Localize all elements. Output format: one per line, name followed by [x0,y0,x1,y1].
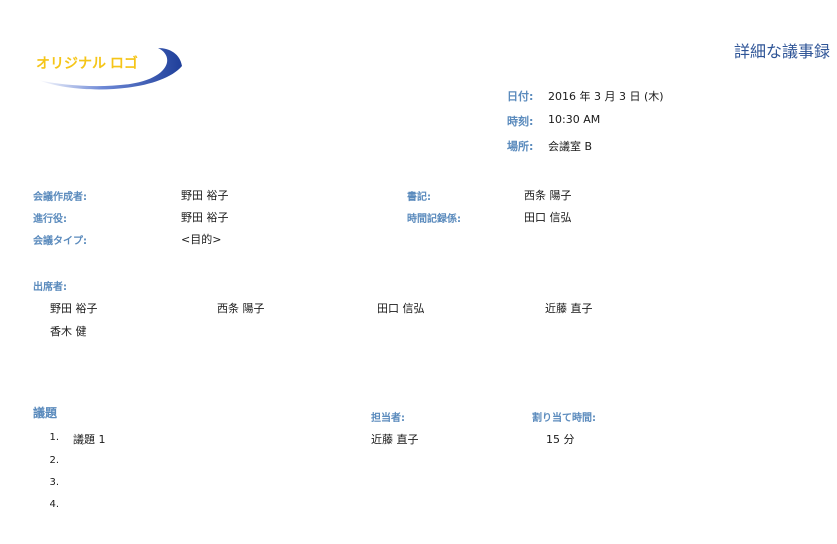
agenda-item-owner: 近藤 直子 [371,433,419,446]
place-label: 場所: [507,140,534,153]
company-logo: オリジナル ロゴ [30,44,185,96]
secretary-value: 西条 陽子 [524,189,572,202]
creator-label: 会議作成者: [33,192,87,203]
agenda-item-text: 議題 1 [73,433,106,446]
place-value: 会議室 B [548,140,593,153]
owner-heading: 担当者: [371,413,405,424]
time-value: 10:30 AM [548,113,601,126]
logo-text: オリジナル ロゴ [36,55,138,71]
agenda-item-number: 2. [49,455,59,466]
secretary-label: 書記: [407,192,431,203]
agenda-heading: 議題 [33,406,58,420]
meeting-type-label: 会議タイプ: [33,236,87,247]
attendee-name: 田口 信弘 [377,302,425,315]
attendees-label: 出席者: [33,282,67,293]
facilitator-value: 野田 裕子 [181,211,229,224]
date-label: 日付: [507,90,534,103]
document-title: 詳細な議事録 [733,42,830,61]
agenda-item-number: 3. [49,477,59,488]
attendee-name: 香木 健 [50,325,87,338]
date-value: 2016 年 3 月 3 日 (木) [548,90,664,103]
timekeeper-label: 時間記録係: [407,214,461,225]
timekeeper-value: 田口 信弘 [524,211,572,224]
agenda-item-number: 1. [49,432,59,443]
attendee-name: 西条 陽子 [217,302,265,315]
logo-swoosh-icon: オリジナル ロゴ [36,48,182,90]
creator-value: 野田 裕子 [181,189,229,202]
meeting-type-value: <目的> [181,233,222,246]
facilitator-label: 進行役: [33,214,67,225]
agenda-item-number: 4. [49,499,59,510]
agenda-item-time: 15 分 [546,433,575,446]
attendee-name: 野田 裕子 [50,302,98,315]
attendee-name: 近藤 直子 [545,302,593,315]
time-allocated-heading: 割り当て時間: [532,413,596,424]
time-label: 時刻: [507,115,534,128]
